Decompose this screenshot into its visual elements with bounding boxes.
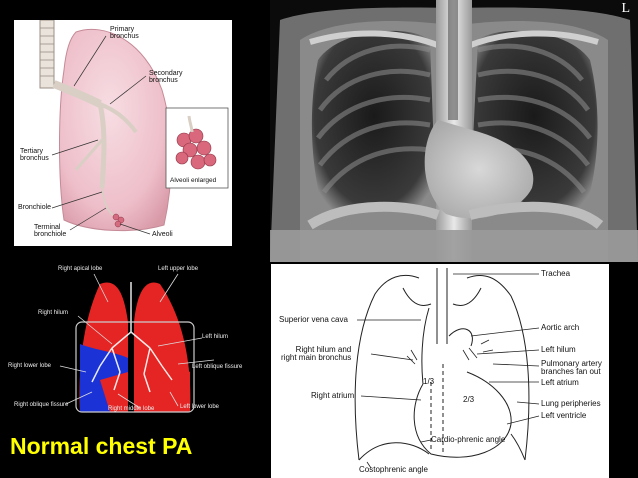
label-primary-bronchus: Primary bronchus: [110, 26, 139, 41]
xray-side-marker: L: [621, 1, 630, 16]
label-right-middle-lobe: Right middle lobe: [108, 406, 155, 412]
label-left-upper-lobe: Left upper lobe: [158, 266, 199, 272]
label-right-atrium: Right atrium: [311, 391, 355, 400]
label-bronchiole: Bronchiole: [18, 204, 52, 211]
label-tertiary-bronchus: Tertiary bronchus: [20, 148, 49, 163]
label-aortic-arch: Aortic arch: [541, 323, 580, 332]
label-right-lower-lobe: Right lower lobe: [8, 363, 52, 369]
label-right-hilum-diagram: Right hilum and right main bronchus: [281, 345, 352, 363]
label-pulmonary-artery: Pulmonary artery branches fan out: [541, 359, 602, 377]
label-cardio-phrenic-angle: Cardio-phrenic angle: [431, 435, 506, 444]
chest-xray-image: [270, 0, 638, 262]
label-two-thirds: 2/3: [463, 395, 475, 404]
label-lung-peripheries: Lung peripheries: [541, 399, 601, 408]
label-trachea: Trachea: [541, 269, 571, 278]
slide-caption: Normal chest PA: [10, 433, 193, 459]
label-alveoli-enlarged: Alveoli enlarged: [170, 177, 217, 184]
label-secondary-bronchus: Secondary bronchus: [149, 70, 183, 85]
label-left-ventricle: Left ventricle: [541, 411, 587, 420]
chest-xray-panel: L: [270, 0, 638, 262]
bronchial-tree-illustration: [39, 20, 229, 235]
label-alveoli: Alveoli: [152, 231, 173, 238]
right-middle-lobe: [100, 372, 128, 412]
label-superior-vena-cava: Superior vena cava: [279, 315, 348, 324]
label-costophrenic-angle: Costophrenic angle: [359, 465, 428, 474]
lung-lobes-panel: Right apical lobe Left upper lobe Right …: [0, 262, 262, 432]
left-lower-lobe: [134, 357, 190, 412]
label-left-hilum-diagram: Left hilum: [541, 345, 576, 354]
label-left-oblique-fissure: Left oblique fissure: [192, 364, 243, 370]
trachea: [39, 20, 55, 89]
trachea-shadow: [448, 0, 458, 120]
lung-shape: [59, 28, 172, 232]
chest-line-diagram: [354, 268, 540, 469]
label-one-third: 1/3: [423, 377, 435, 386]
label-left-lower-lobe: Left lower lobe: [180, 404, 220, 410]
heart-shadow: [424, 120, 534, 219]
label-right-oblique-fissure: Right oblique fissure: [14, 402, 69, 408]
label-right-apical-lobe: Right apical lobe: [58, 266, 103, 272]
bronchial-tree-panel: Primary bronchus Secondary bronchus Tert…: [14, 20, 232, 246]
label-right-hilum-lobes: Right hilum: [38, 310, 69, 316]
label-terminal-bronchiole: Terminal bronchiole: [34, 224, 67, 239]
label-left-atrium: Left atrium: [541, 378, 579, 387]
label-left-hilum-lobes: Left hilum: [202, 334, 229, 340]
chest-diagram-panel: Trachea Superior vena cava Aortic arch R…: [271, 264, 609, 478]
lung-lobes-illustration: [59, 273, 215, 413]
